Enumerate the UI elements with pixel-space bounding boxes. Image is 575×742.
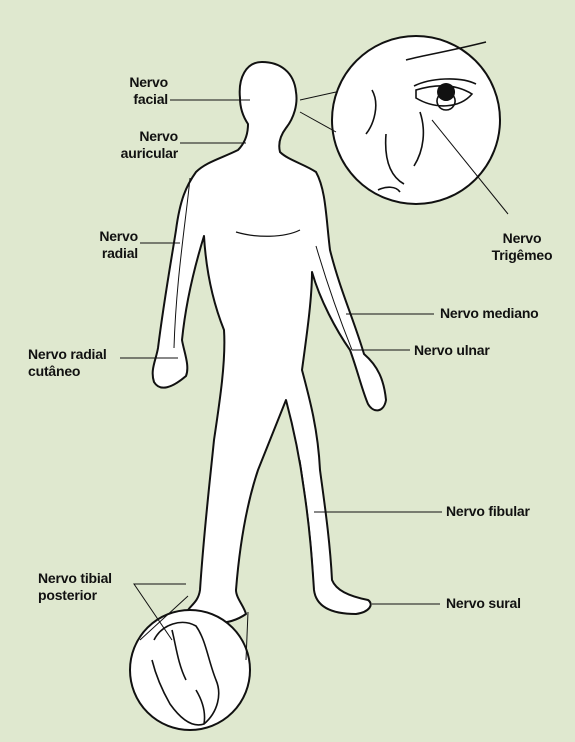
label-nervo-trigemeo: Nervo Trigêmeo xyxy=(482,230,562,264)
label-nervo-radial: Nervo radial xyxy=(70,228,138,262)
label-nervo-sural: Nervo sural xyxy=(446,595,556,612)
connector-eye-2 xyxy=(300,112,336,132)
eye-detail-circle xyxy=(332,36,500,204)
label-nervo-auricular: Nervo auricular xyxy=(98,128,178,162)
label-nervo-mediano: Nervo mediano xyxy=(440,305,570,322)
label-nervo-fibular: Nervo fibular xyxy=(446,503,566,520)
eye-iris xyxy=(437,83,455,101)
label-nervo-tibial-posterior: Nervo tibial posterior xyxy=(38,570,148,604)
label-nervo-facial: Nervo facial xyxy=(100,74,168,108)
foot-detail-circle xyxy=(130,610,250,730)
label-nervo-ulnar: Nervo ulnar xyxy=(414,342,534,359)
connector-eye-1 xyxy=(300,92,336,100)
label-nervo-radial-cutaneo: Nervo radial cutâneo xyxy=(28,346,158,380)
